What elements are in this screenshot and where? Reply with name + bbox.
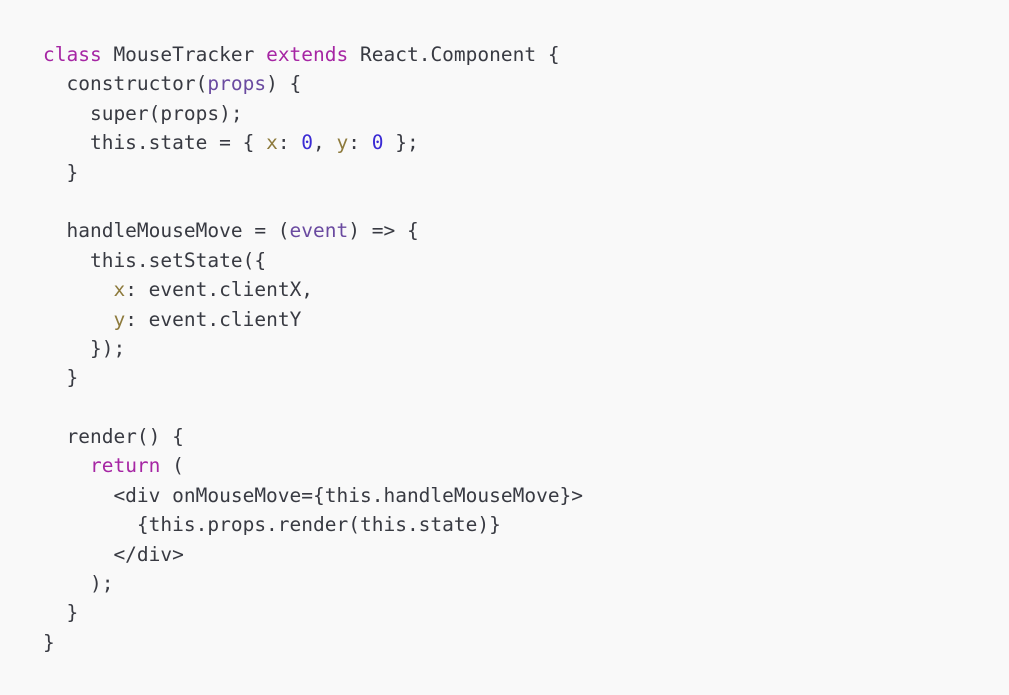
code-text: render() { [43,425,184,449]
code-number: 0 [371,131,384,155]
code-text [43,308,113,331]
code-line: {this.props.render(this.state)} [43,510,583,539]
code-text: this.state = { [43,131,267,155]
code-line: </div> [43,540,583,569]
code-line: constructor(props) { [43,69,583,98]
code-block: class MouseTracker extends React.Compone… [43,40,583,657]
code-line: handleMouseMove = (event) => { [43,216,583,245]
code-text: ) => { [348,219,419,243]
code-line: } [43,363,583,392]
code-line: <div onMouseMove={this.handleMouseMove}> [43,481,583,510]
code-keyword: class [43,43,102,66]
code-text: } [43,601,79,625]
code-keyword: extends [266,43,349,66]
code-keyword: return [89,454,161,478]
code-parameter: event [289,219,349,243]
code-text [43,454,90,477]
code-line: render() { [43,422,583,451]
code-line: class MouseTracker extends React.Compone… [43,40,583,69]
code-text: : event.clientX, [125,278,314,302]
code-text: ); [43,572,114,596]
code-property: y [113,307,126,331]
code-text: }); [43,336,126,360]
code-number: 0 [301,131,314,155]
code-line: return ( [43,451,583,480]
code-text: : [348,131,372,155]
code-text: constructor( [43,72,208,96]
code-text: , [313,131,337,155]
code-text: super(props); [43,101,243,125]
code-text: : event.clientY [125,307,302,331]
code-line: } [43,628,583,657]
code-text: </div> [43,542,184,566]
code-line: }); [43,334,583,363]
code-text: ( [160,454,184,478]
code-text: {this.props.render(this.state)} [43,513,501,537]
code-line: ); [43,569,583,598]
code-text: } [43,630,55,654]
code-text [43,278,113,301]
code-text: MouseTracker [101,43,267,66]
code-property: x [113,278,126,302]
code-text: handleMouseMove = ( [43,219,290,243]
code-property: x [266,131,278,155]
code-text: React.Component { [348,43,560,66]
code-line: y: event.clientY [43,305,583,334]
code-line: this.setState({ [43,246,583,275]
code-line: this.state = { x: 0, y: 0 }; [43,128,583,157]
code-text: } [43,160,79,184]
code-parameter: props [207,72,267,96]
code-line: } [43,158,583,187]
code-text: }; [383,131,419,155]
code-line [43,393,583,422]
code-text: <div onMouseMove={this.handleMouseMove}> [43,483,584,507]
code-line: super(props); [43,99,583,128]
code-line: } [43,598,583,627]
code-text: : [277,131,302,155]
code-property: y [336,131,349,155]
code-line: x: event.clientX, [43,275,583,304]
code-text: } [43,366,79,390]
code-text: this.setState({ [43,248,267,272]
code-line [43,187,583,216]
code-text: ) { [266,72,302,96]
